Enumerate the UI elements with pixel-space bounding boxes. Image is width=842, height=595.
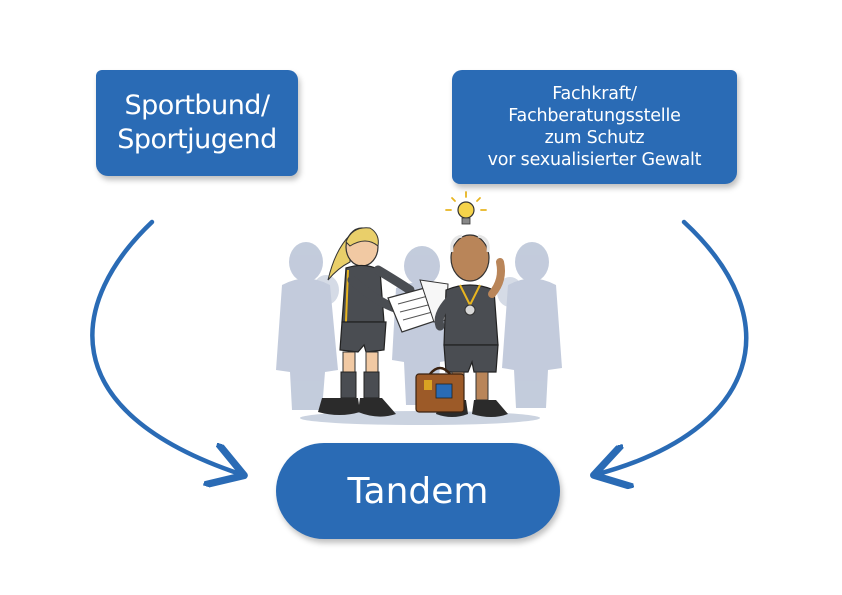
- box-fachkraft-line-3: zum Schutz: [544, 128, 645, 148]
- box-fachkraft-line-4: vor sexualisierter Gewalt: [487, 150, 702, 170]
- box-sportbund-line-1: Sportbund/: [124, 90, 270, 121]
- medal-icon: [464, 304, 476, 316]
- box-fachkraft-line-2: Fachberatungsstelle: [508, 106, 681, 126]
- box-fachkraft: Fachkraft/ Fachberatungsstelle zum Schut…: [452, 70, 737, 184]
- tandem-label: Tandem: [347, 470, 489, 512]
- lightbulb-icon: [445, 191, 487, 225]
- box-sportbund: Sportbund/ Sportjugend: [96, 70, 298, 176]
- box-fachkraft-line-1: Fachkraft/: [552, 84, 637, 104]
- tandem-pill: Tandem: [276, 443, 560, 539]
- box-sportbund-line-2: Sportjugend: [117, 124, 277, 155]
- suitcase-icon: [415, 366, 465, 413]
- arrow-right-to-tandem: [598, 219, 749, 474]
- arrow-left-to-tandem: [90, 219, 240, 474]
